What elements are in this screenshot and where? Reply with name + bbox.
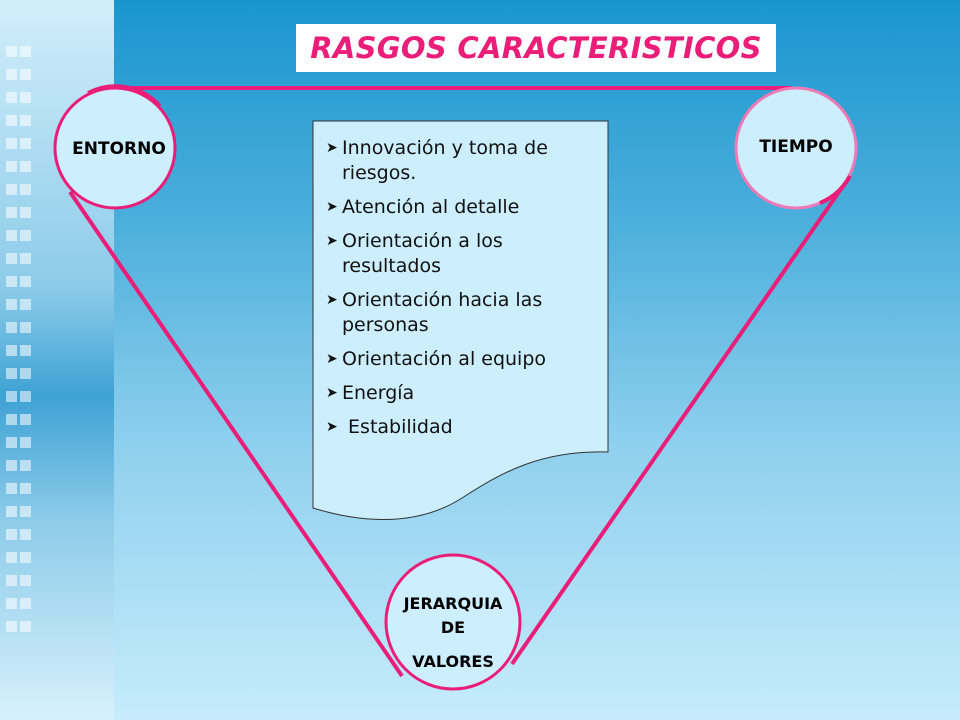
decorative-square xyxy=(20,483,31,494)
decorative-square xyxy=(6,207,17,218)
decorative-square xyxy=(6,368,17,379)
decorative-square xyxy=(20,529,31,540)
decorative-square xyxy=(6,322,17,333)
decorative-square xyxy=(20,598,31,609)
decorative-square xyxy=(20,230,31,241)
list-item: ➤ Estabilidad xyxy=(326,415,604,440)
decorative-square xyxy=(20,184,31,195)
list-item: ➤Atención al detalle xyxy=(326,195,604,220)
node-jerarquia-line-3: VALORES xyxy=(412,652,494,671)
decorative-square xyxy=(6,138,17,149)
decorative-square xyxy=(6,115,17,126)
triangle-left-edge xyxy=(68,190,404,678)
decorative-square xyxy=(20,46,31,57)
list-item-text: Orientación hacia las personas xyxy=(342,289,543,336)
decorative-square xyxy=(6,460,17,471)
list-item-text: Estabilidad xyxy=(342,416,453,438)
decorative-square xyxy=(6,92,17,103)
decorative-square xyxy=(6,483,17,494)
node-jerarquia-circle xyxy=(384,553,522,691)
decorative-square xyxy=(6,161,17,172)
title-box: RASGOS CARACTERISTICOS xyxy=(296,24,776,72)
node-tiempo-label: TIEMPO xyxy=(759,137,833,157)
decorative-square xyxy=(20,161,31,172)
list-item: ➤Energía xyxy=(326,381,604,406)
node-jerarquia-line-1: JERARQUIA xyxy=(403,594,503,613)
decorative-square xyxy=(6,230,17,241)
decorative-square xyxy=(20,414,31,425)
slide-title: RASGOS CARACTERISTICOS xyxy=(310,31,762,65)
decorative-square xyxy=(6,184,17,195)
arrow-bullet-icon: ➤ xyxy=(326,140,338,156)
decorative-square xyxy=(20,345,31,356)
node-jerarquia-line-2: DE xyxy=(440,618,466,637)
decorative-square xyxy=(6,345,17,356)
decorative-square xyxy=(6,46,17,57)
decorative-square xyxy=(20,437,31,448)
arrow-bullet-icon: ➤ xyxy=(326,233,338,249)
arrow-bullet-icon: ➤ xyxy=(326,385,338,401)
decorative-square xyxy=(6,621,17,632)
list-item-text: Atención al detalle xyxy=(342,196,520,218)
triangle-right-edge xyxy=(510,174,852,666)
decorative-square xyxy=(20,575,31,586)
decorative-square xyxy=(6,391,17,402)
decorative-square xyxy=(6,598,17,609)
decorative-square xyxy=(20,368,31,379)
decorative-square xyxy=(20,552,31,563)
decorative-square xyxy=(6,506,17,517)
list-item: ➤Innovación y toma de riesgos. xyxy=(326,136,604,186)
decorative-square xyxy=(20,322,31,333)
list-item-text: Innovación y toma de riesgos. xyxy=(342,137,548,184)
decorative-square xyxy=(20,460,31,471)
list-item-text: Energía xyxy=(342,382,415,404)
list-item: ➤Orientación a los resultados xyxy=(326,229,604,279)
decorative-square xyxy=(6,253,17,264)
traits-list: ➤Innovación y toma de riesgos. ➤Atención… xyxy=(326,136,604,449)
decorative-square xyxy=(6,529,17,540)
decorative-square xyxy=(20,207,31,218)
decorative-square xyxy=(6,299,17,310)
list-item-text: Orientación a los resultados xyxy=(342,230,503,277)
decorative-square xyxy=(6,414,17,425)
list-item: ➤Orientación al equipo xyxy=(326,347,604,372)
decorative-square xyxy=(20,299,31,310)
document-panel xyxy=(312,120,609,520)
decorative-square xyxy=(20,391,31,402)
decorative-square xyxy=(6,552,17,563)
decorative-square xyxy=(20,621,31,632)
arrow-bullet-icon: ➤ xyxy=(326,199,338,215)
list-item-text: Orientación al equipo xyxy=(342,348,547,370)
list-item: ➤Orientación hacia las personas xyxy=(326,288,604,338)
arrow-bullet-icon: ➤ xyxy=(326,292,338,308)
decorative-square xyxy=(20,276,31,287)
decorative-square xyxy=(6,276,17,287)
decorative-square xyxy=(20,115,31,126)
node-tiempo-circle xyxy=(734,86,858,210)
decorative-square xyxy=(20,253,31,264)
arrow-bullet-icon: ➤ xyxy=(326,351,338,367)
decorative-square xyxy=(6,575,17,586)
decorative-square xyxy=(6,437,17,448)
node-entorno-label: ENTORNO xyxy=(72,139,166,159)
decorative-square xyxy=(20,69,31,80)
decorative-square xyxy=(20,506,31,517)
node-jerarquia-label: JERARQUIA DE VALORES xyxy=(384,590,522,676)
decorative-square xyxy=(6,69,17,80)
decorative-square xyxy=(20,92,31,103)
decorative-square xyxy=(20,138,31,149)
arrow-bullet-icon: ➤ xyxy=(326,419,338,435)
